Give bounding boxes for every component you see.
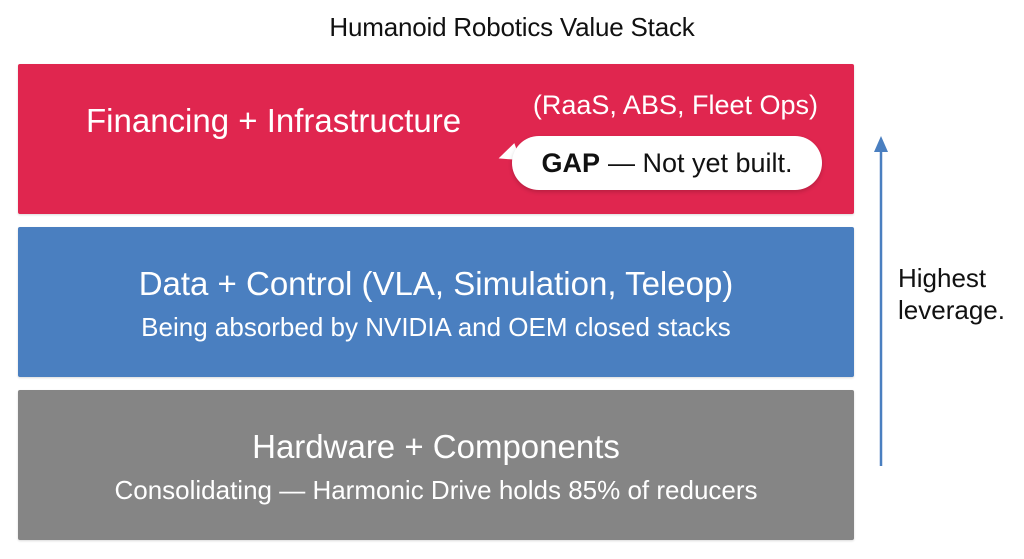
arrow-label: Highest leverage. — [898, 262, 1005, 326]
arrow-label-line1: Highest — [898, 263, 987, 293]
layer-subtitle: (RaaS, ABS, Fleet Ops) — [532, 90, 818, 120]
layer-title: Financing + Infrastructure — [86, 102, 462, 139]
callout-text: — Not yet built. — [607, 147, 793, 178]
gap-callout: GAP — Not yet built. — [512, 136, 822, 190]
layer-title: Data + Control (VLA, Simulation, Teleop) — [138, 265, 734, 302]
layer-data-control: Data + Control (VLA, Simulation, Teleop)… — [18, 227, 854, 377]
up-arrow-icon — [874, 136, 888, 466]
arrow-label-line2: leverage. — [898, 295, 1005, 325]
diagram-title: Humanoid Robotics Value Stack — [329, 12, 695, 42]
layer-subtitle: Being absorbed by NVIDIA and OEM closed … — [141, 312, 731, 342]
layer-subtitle: Consolidating — Harmonic Drive holds 85%… — [114, 475, 758, 505]
layer-hardware-components: Hardware + Components Consolidating — Ha… — [18, 390, 854, 540]
callout-bold-label: GAP — [541, 147, 600, 178]
layer-title: Hardware + Components — [252, 428, 620, 465]
layer-financing-infrastructure: Financing + Infrastructure (RaaS, ABS, F… — [18, 64, 854, 214]
